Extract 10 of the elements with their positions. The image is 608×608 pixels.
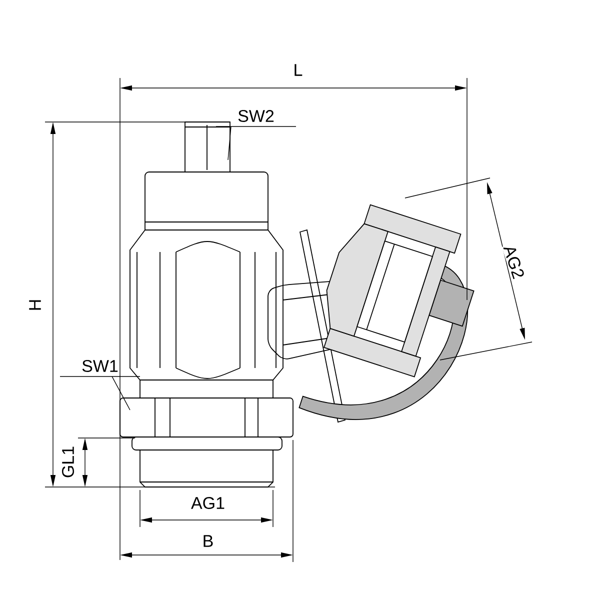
dimension-label: SW2 [238, 110, 274, 122]
dimension-label: AG2 [502, 242, 526, 282]
dimension-label: H [28, 298, 42, 312]
leader-line [60, 376, 140, 410]
dimension-label: GL1 [60, 444, 76, 480]
dimension-label: B [201, 534, 215, 548]
leader-line [216, 126, 296, 160]
dimension-label: SW1 [82, 360, 118, 372]
dimension-label: AG1 [190, 496, 226, 510]
dimension-label: L [292, 63, 304, 77]
